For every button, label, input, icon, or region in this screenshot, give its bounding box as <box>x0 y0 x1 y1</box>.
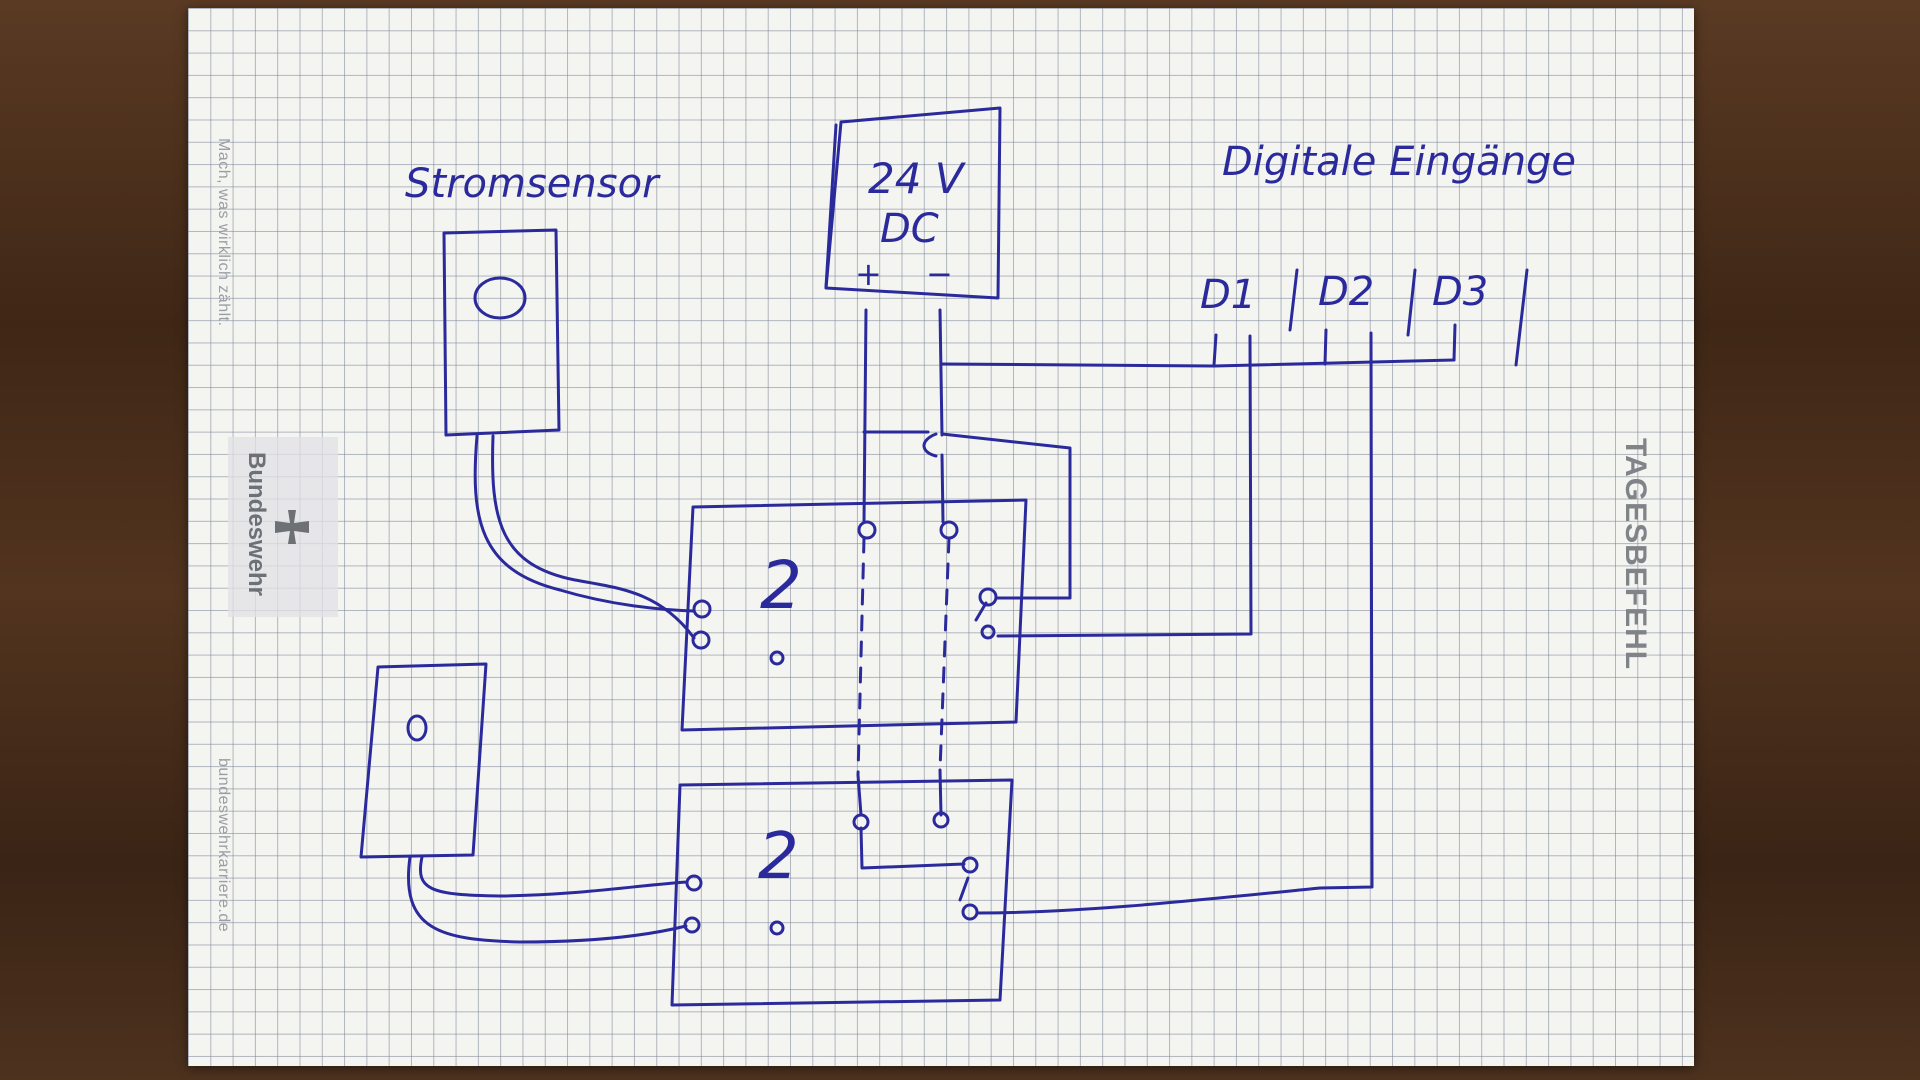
inputs-heading: Digitale Eingänge <box>1222 139 1576 185</box>
sensor-2-cable <box>407 855 689 944</box>
power-supply-box <box>824 106 1002 300</box>
module-1 <box>680 498 1028 732</box>
sensor-1-cable <box>473 434 696 640</box>
module-1-mark: 2 <box>760 547 802 624</box>
power-plus-label: + <box>855 255 882 293</box>
sensor-label: Stromsensor <box>405 161 661 207</box>
module-2-mark: 2 <box>758 820 799 894</box>
input-d2-label: D2 <box>1318 269 1374 315</box>
module-2 <box>670 778 1014 1007</box>
current-sensor-1 <box>442 228 561 437</box>
power-wires <box>856 308 1072 870</box>
input-d1-label: D1 <box>1200 272 1256 318</box>
power-voltage-label: 24 V <box>868 154 967 203</box>
digital-input-wires <box>940 268 1529 915</box>
input-d3-label: D3 <box>1432 269 1488 315</box>
iron-cross-logo <box>275 510 309 544</box>
power-type-label: DC <box>880 206 939 252</box>
power-minus-label: − <box>926 255 953 293</box>
current-sensor-2 <box>359 662 488 859</box>
